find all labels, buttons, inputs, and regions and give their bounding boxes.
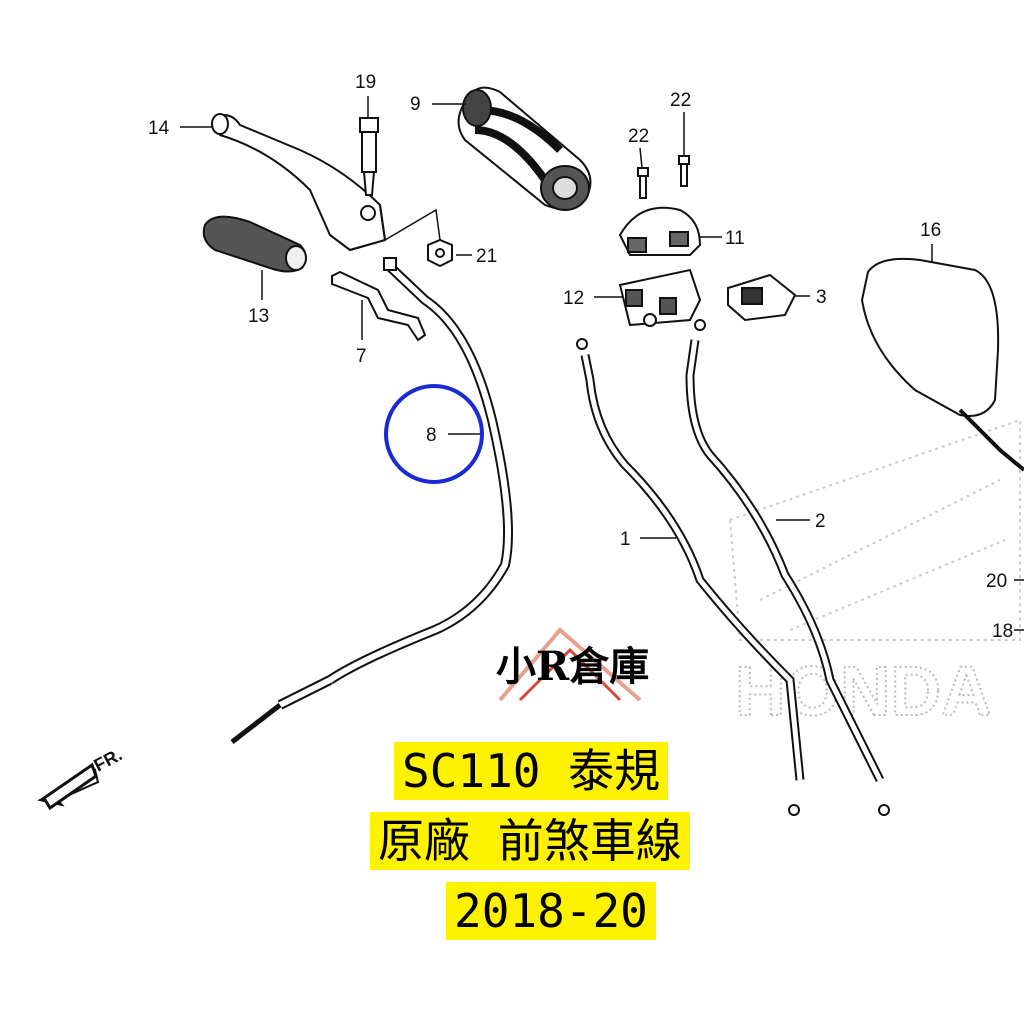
brake-cable-8	[230, 257, 514, 744]
bolt-19	[359, 117, 379, 196]
callout-labels: 14 19 9 22 22 11 12 3 16 21 13 7 8 1 2 2…	[148, 72, 1013, 642]
callout-3: 3	[816, 287, 827, 308]
callout-2: 2	[815, 511, 826, 532]
callout-19: 19	[355, 72, 376, 93]
housing-12	[618, 268, 702, 327]
callout-22a: 22	[628, 126, 649, 147]
throttle-cable-1	[576, 338, 805, 816]
switch-3	[727, 273, 797, 322]
highlight-circle	[384, 384, 484, 484]
screw-22b	[678, 155, 690, 187]
housing-11	[618, 206, 702, 256]
screw-22a	[637, 167, 649, 199]
callout-7: 7	[356, 346, 367, 367]
callout-16: 16	[920, 220, 941, 241]
honda-watermark: HONDA	[728, 418, 1021, 731]
callout-14: 14	[148, 118, 170, 139]
callout-13: 13	[248, 306, 269, 327]
shop-watermark-text: 小R倉庫	[496, 643, 649, 690]
callout-1: 1	[620, 529, 631, 550]
leader-lines	[180, 96, 1024, 631]
title-line-1: SC110 泰規	[394, 742, 669, 800]
callout-20: 20	[986, 571, 1007, 592]
grip-9	[457, 86, 592, 211]
title-line-3: 2018-20	[446, 882, 656, 940]
lever-cover-13	[202, 215, 307, 273]
throttle-cable-2	[685, 319, 890, 816]
front-arrow: FR.	[37, 744, 125, 811]
mirror-16	[860, 257, 1024, 472]
callout-9: 9	[410, 94, 421, 115]
callout-12: 12	[563, 288, 584, 309]
title-line-2: 原廠 前煞車線	[370, 812, 690, 870]
callout-21: 21	[476, 246, 497, 267]
callout-22b: 22	[670, 90, 691, 111]
nut-21	[427, 238, 453, 268]
bracket-7	[331, 270, 427, 342]
callout-18: 18	[992, 621, 1013, 642]
callout-11: 11	[725, 228, 745, 249]
shop-watermark: 小R倉庫	[496, 627, 649, 702]
callout-8: 8	[426, 425, 437, 446]
